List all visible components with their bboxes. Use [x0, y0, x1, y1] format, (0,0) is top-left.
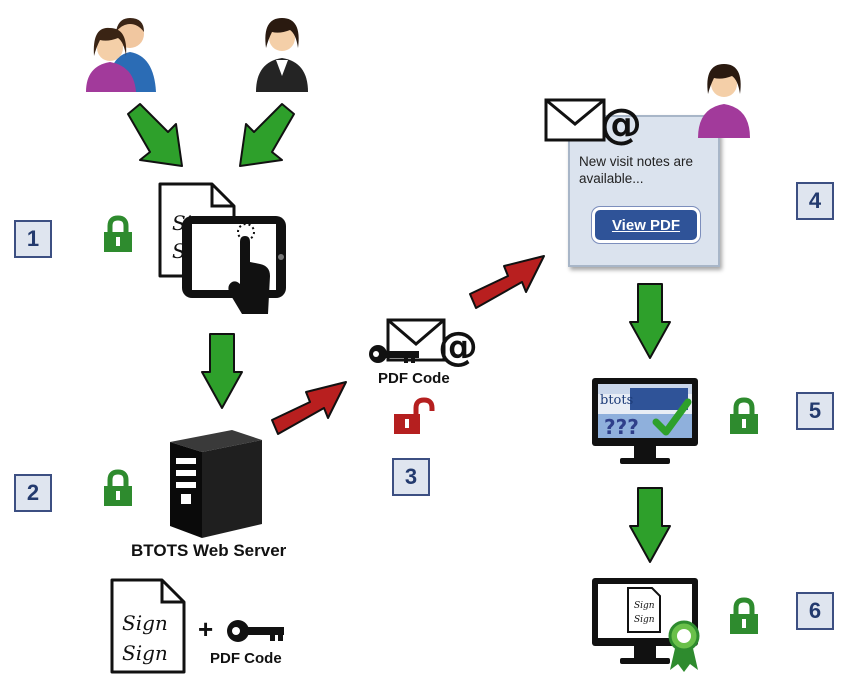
user-businesswoman-icon	[256, 18, 308, 92]
plus-sign: +	[198, 614, 214, 644]
user-pair-icon	[86, 18, 156, 92]
lock-closed-icon	[730, 597, 758, 634]
lock-open-icon	[394, 397, 435, 434]
document-script-line-2: Sign	[122, 641, 168, 665]
monitor-question-marks: ???	[604, 415, 639, 439]
document-script-line-1: Sign	[122, 611, 168, 635]
step-6-badge: 6	[796, 592, 834, 630]
document-script-line-2: Sign	[634, 615, 655, 625]
server-icon	[170, 430, 262, 538]
lock-closed-icon	[104, 469, 132, 506]
notification-message: New visit notes are available...	[579, 154, 694, 186]
arrow-up-right-icon	[469, 255, 545, 309]
email-icon: @	[544, 98, 642, 148]
document-script-line-1: Sign	[634, 601, 655, 611]
step-2-badge: 2	[14, 474, 52, 512]
email-key-icon: @	[369, 318, 478, 370]
step-1-badge: 1	[14, 220, 52, 258]
user-woman-icon	[698, 64, 750, 138]
server-label: BTOTS Web Server	[131, 541, 287, 560]
arrow-down-icon	[629, 283, 671, 359]
svg-text:@: @	[600, 99, 642, 148]
monitor-website-icon: btots ???	[592, 378, 698, 464]
monitor-brand-text: btots	[600, 393, 633, 408]
key-icon	[227, 620, 284, 642]
notification-card: New visit notes are available... View PD…	[568, 115, 720, 267]
signed-document-icon: Sign Sign	[110, 578, 186, 674]
step-3-badge: 3	[392, 458, 430, 496]
tablet-touch-icon	[182, 216, 286, 314]
bundle-pdf-code-label: PDF Code	[210, 650, 282, 667]
step-5-badge: 5	[796, 392, 834, 430]
arrow-down-icon	[629, 487, 671, 563]
view-pdf-button[interactable]: View PDF	[591, 206, 701, 244]
step-4-badge: 4	[796, 182, 834, 220]
arrow-down-right-icon	[127, 103, 183, 167]
pdf-code-label: PDF Code	[378, 370, 450, 387]
arrow-down-left-icon	[239, 103, 295, 167]
lock-closed-icon	[104, 215, 132, 252]
arrow-up-right-icon	[271, 381, 347, 435]
svg-text:@: @	[438, 324, 478, 370]
award-ribbon-icon	[668, 620, 700, 672]
arrow-down-icon	[201, 333, 243, 409]
lock-closed-icon	[730, 397, 758, 434]
